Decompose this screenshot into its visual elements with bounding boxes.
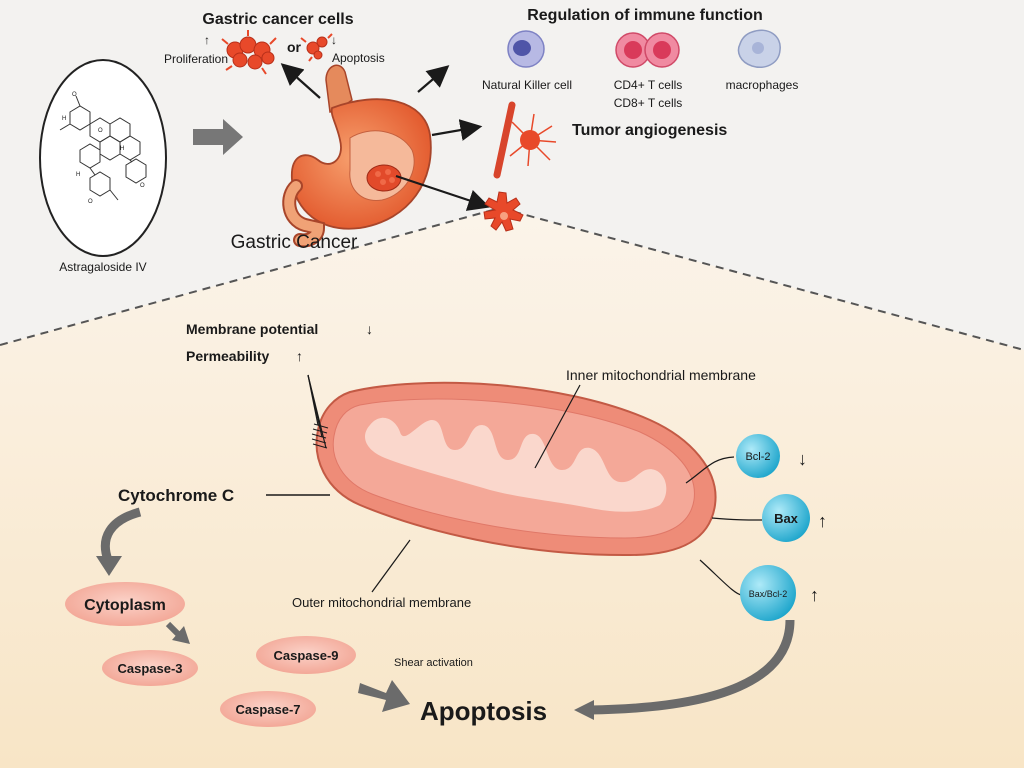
arrow-to-cancer-cells	[280, 63, 321, 99]
angiogenesis-label: Tumor angiogenesis	[572, 122, 727, 139]
bcl2-bubble	[736, 434, 780, 478]
apoptosis-label: Apoptosis	[420, 696, 547, 726]
proliferation-cell-cluster	[221, 30, 277, 75]
ratio-to-apoptosis-arrow	[589, 619, 795, 715]
inner-membrane-pointer	[534, 384, 581, 469]
svg-text:O: O	[140, 183, 145, 189]
tumor-cell-icon	[483, 191, 524, 232]
cytoplasm-blob	[65, 582, 185, 626]
ratio-arrow: ↑	[810, 585, 819, 605]
bax-bubble	[762, 494, 810, 542]
caspase3-label: Caspase-3	[117, 661, 182, 676]
proliferation-up-arrow: ↑	[204, 33, 210, 47]
cd8-label: CD8+ T cells	[614, 96, 683, 110]
cytoplasm-arrowhead	[172, 626, 190, 644]
treatment-arrow	[193, 119, 243, 155]
svg-text:O: O	[72, 92, 77, 98]
cytoplasm-label: Cytoplasm	[84, 597, 166, 614]
caspase7-blob	[220, 691, 316, 727]
svg-text:O: O	[88, 199, 93, 205]
nk-cell-label: Natural Killer cell	[482, 78, 572, 92]
stomach-illustration	[282, 64, 432, 248]
outer-membrane-label: Outer mitochondrial membrane	[292, 595, 471, 610]
gastric-cancer-label: Gastric Cancer	[231, 232, 358, 253]
svg-text:H: H	[76, 172, 80, 178]
svg-text:H: H	[120, 146, 124, 152]
arrow-to-angiogenesis	[431, 119, 483, 141]
caspase9-blob	[256, 636, 356, 674]
svg-text:O: O	[98, 128, 103, 134]
macrophages-label: macrophages	[726, 78, 799, 92]
proliferation-label: Proliferation	[164, 52, 228, 66]
caspase3-blob	[102, 650, 198, 686]
bcl2-arrow: ↓	[798, 449, 807, 469]
compound-label: Astragaloside IV	[59, 260, 146, 274]
cytochrome-to-cytoplasm-arrow	[100, 507, 142, 562]
bax-arrow: ↑	[818, 511, 827, 531]
gastric-cells-title: Gastric cancer cells	[202, 11, 353, 28]
ratio-label: Bax/Bcl-2	[749, 589, 788, 599]
nk-cell-icon	[507, 30, 545, 68]
ratio-arrowhead	[574, 700, 594, 720]
permeability-pointers	[307, 374, 327, 449]
bcl2-label: Bcl-2	[745, 451, 770, 463]
inner-membrane-label: Inner mitochondrial membrane	[566, 367, 756, 383]
or-label: or	[287, 39, 302, 55]
bax-label: Bax	[774, 511, 799, 526]
permeability-arrow: ↑	[296, 348, 303, 364]
membrane-potential-label: Membrane potential	[186, 321, 318, 337]
svg-text:H: H	[62, 116, 66, 122]
outer-membrane-pointer	[371, 539, 411, 593]
cytochrome-label: Cytochrome C	[118, 486, 234, 505]
ratio-bubble	[740, 565, 796, 621]
shear-activation-label: Shear activation	[394, 657, 473, 669]
bax-connector	[711, 517, 763, 521]
cytochrome-arrowhead	[96, 556, 122, 576]
apoptosis-top-label: Apoptosis	[332, 51, 385, 65]
ratio-connector	[699, 559, 743, 596]
mitochondrion	[315, 381, 717, 557]
membrane-potential-arrow: ↓	[366, 321, 373, 337]
bcl2-connector	[685, 456, 735, 484]
angiogenesis-icon	[493, 101, 557, 179]
caspase-to-apoptosis-arrow	[358, 680, 410, 712]
apoptosis-down-arrow: ↓	[331, 33, 337, 47]
t-cells-icon	[615, 32, 680, 68]
immune-title: Regulation of immune function	[527, 7, 763, 24]
caspase9-label: Caspase-9	[273, 648, 338, 663]
arrow-to-tumor-cell	[395, 174, 491, 211]
caspase7-label: Caspase-7	[235, 702, 300, 717]
astragaloside-molecule: O H O H O O H	[39, 59, 167, 257]
apoptosis-cell-cluster	[300, 33, 333, 62]
permeability-label: Permeability	[186, 348, 269, 364]
arrow-to-immune	[417, 65, 450, 93]
cd4-label: CD4+ T cells	[614, 78, 683, 92]
macrophage-icon	[737, 29, 781, 68]
